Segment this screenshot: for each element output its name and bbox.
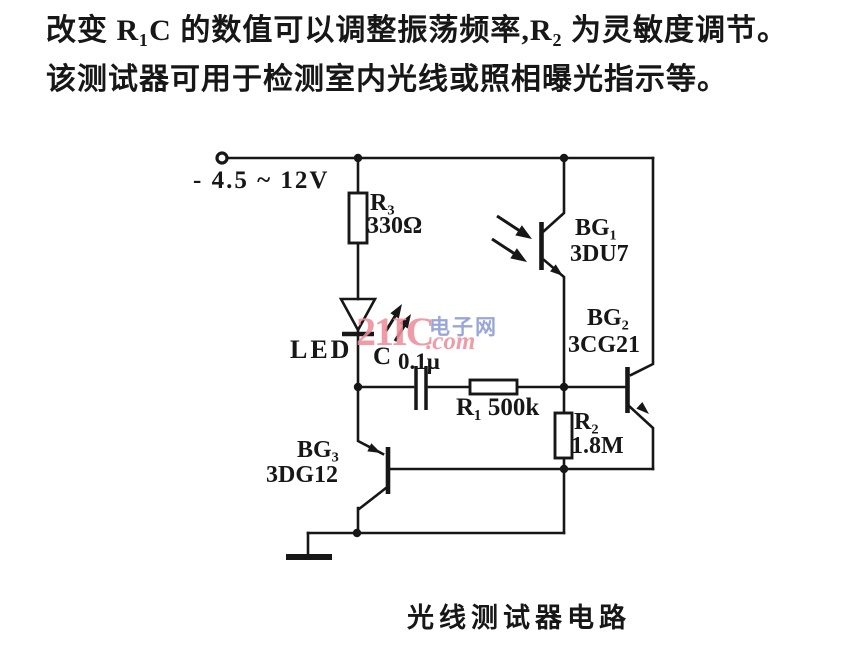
circuit-wires	[225, 156, 655, 558]
cap-value-label: 0.1μ	[398, 349, 440, 374]
transistor-arrowheads	[367, 264, 649, 453]
figure-caption: 光线测试器电路	[407, 603, 631, 633]
light-arrows-icon	[491, 214, 532, 262]
bg1-name-label: BG₁	[575, 215, 617, 241]
watermark-com-text: .com	[426, 328, 476, 355]
description-line-2: 该测试器可用于检测室内光线或照相曝光指示等。	[46, 63, 728, 96]
resistor-r3-symbol	[347, 191, 369, 245]
transistor-bars	[385, 222, 630, 494]
r3-name-label: R₃	[370, 190, 395, 216]
power-terminal	[215, 151, 229, 165]
watermark-cn-text: 电子网	[429, 315, 498, 339]
led-symbol	[338, 297, 378, 337]
bg2-emitter-arrow-icon	[636, 401, 649, 414]
led-label: LED	[290, 335, 353, 364]
bg3-arrow-icon	[367, 443, 381, 453]
r2-value-label: 1.8M	[571, 433, 624, 459]
junction-dot	[559, 464, 569, 474]
junction-dot	[559, 382, 569, 392]
wire-bg2-emitter	[627, 404, 655, 471]
wire-right-rail-bg2-collector	[629, 156, 655, 377]
bg2-name-label: BG₂	[587, 305, 629, 331]
r1-name-label: R₁	[456, 394, 482, 421]
bg1-value-label: 3DU7	[570, 241, 629, 267]
wire-bg3-collector	[356, 385, 385, 456]
junction-dot	[559, 153, 569, 163]
bg1-emitter-arrow-icon	[550, 264, 563, 276]
resistor-r1-symbol	[468, 378, 519, 396]
description-text: 改变 R₁C 的数值可以调整振荡频率,R₂ 为灵敏度调节。 该测试器可用于检测室…	[46, 6, 788, 104]
power-label: - 4.5 ~ 12V	[193, 167, 330, 194]
r1-value-label: 500k	[487, 394, 540, 421]
bg2-value-label: 3CG21	[568, 332, 640, 358]
cap-name-label: C	[373, 343, 392, 370]
resistors	[347, 191, 574, 460]
watermark-21ic-text: 21IC	[356, 309, 434, 354]
junction-dot	[353, 382, 363, 392]
bg3-value-label: 3DG12	[266, 462, 338, 488]
capacitor-symbol	[414, 366, 428, 410]
wire-bg1-collector	[542, 156, 566, 233]
led-emission-arrows-icon	[384, 304, 411, 342]
led-triangle	[338, 297, 378, 333]
description-line-1: 改变 R₁C 的数值可以调整振荡频率,R₂ 为灵敏度调节。	[46, 14, 788, 47]
wire-bg1-emitter	[542, 258, 566, 389]
junction-dots	[352, 153, 569, 538]
resistor-r2-symbol	[553, 411, 574, 460]
bg3-name-label: BG₃	[297, 437, 339, 463]
junction-dot	[352, 528, 362, 538]
wire-bg3-emitter	[356, 486, 388, 535]
r1-label: R₁ 500k	[456, 394, 539, 422]
r2-name-label: R₂	[574, 409, 599, 435]
r3-value-label: 330Ω	[367, 213, 423, 239]
junction-dot	[353, 153, 363, 163]
